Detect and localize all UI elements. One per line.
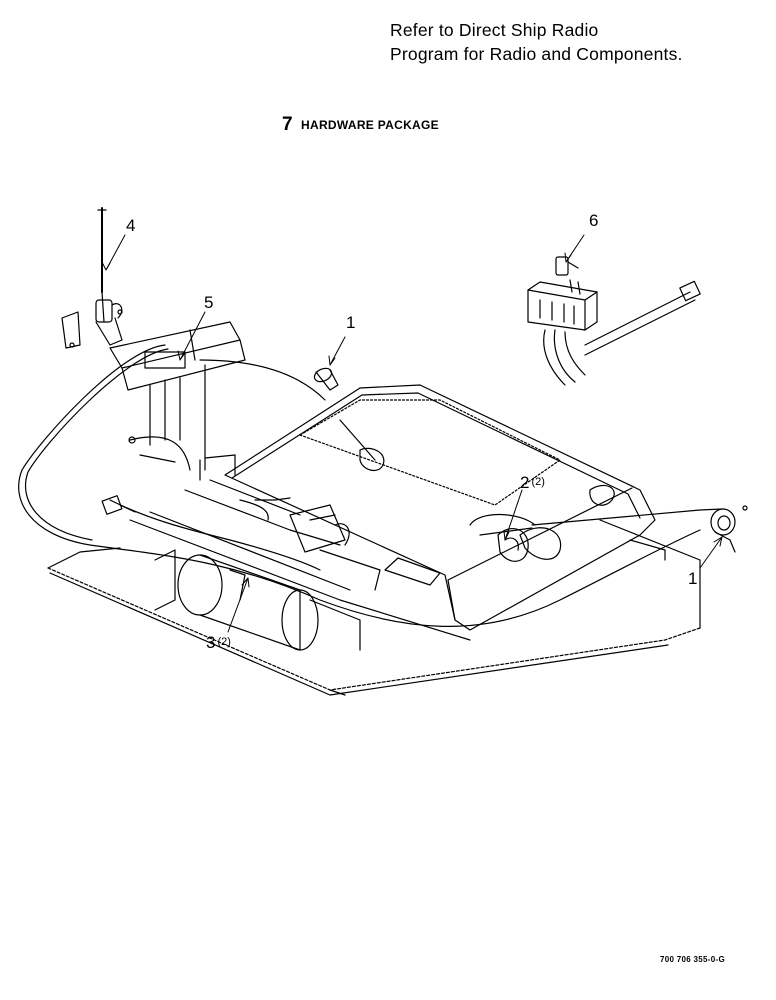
callout-2: 2(2) bbox=[520, 474, 545, 491]
callout-5: 5 bbox=[204, 294, 213, 311]
callout-6-number: 6 bbox=[589, 211, 599, 230]
engine-cover bbox=[225, 385, 665, 630]
callout-6: 6 bbox=[589, 212, 598, 229]
callout-1-top-number: 1 bbox=[346, 313, 356, 332]
hardware-package-label: 7 HARDWARE PACKAGE bbox=[282, 114, 439, 136]
harness-connector bbox=[102, 496, 135, 515]
callout-3-number: 3 bbox=[206, 633, 216, 652]
speaker-right bbox=[532, 506, 747, 552]
callout-1-top: 1 bbox=[346, 314, 355, 331]
callout-4: 4 bbox=[126, 217, 135, 234]
callout-3: 3(2) bbox=[206, 634, 231, 651]
reference-note-line-1: Refer to Direct Ship Radio bbox=[390, 20, 599, 40]
figure-id: 700 706 355-0-G bbox=[660, 955, 725, 964]
hardware-package-number: 7 bbox=[282, 114, 293, 135]
callout-2-qty: (2) bbox=[531, 476, 545, 488]
callout-3-qty: (2) bbox=[217, 636, 231, 648]
callout-leaders bbox=[102, 235, 722, 632]
callout-5-number: 5 bbox=[204, 293, 214, 312]
frame-rails bbox=[130, 455, 470, 640]
callout-2-number: 2 bbox=[520, 473, 530, 492]
callout-4-number: 4 bbox=[126, 216, 136, 235]
floor-panel bbox=[48, 520, 700, 695]
reference-note-line-2: Program for Radio and Components. bbox=[390, 44, 683, 64]
callout-1-right: 1 bbox=[688, 570, 697, 587]
radio-mount bbox=[290, 505, 380, 590]
antenna bbox=[62, 208, 122, 348]
mounting-bracket bbox=[110, 322, 245, 445]
speaker-center bbox=[470, 514, 535, 561]
connector-detail bbox=[528, 257, 700, 385]
wiring-harness bbox=[19, 345, 700, 626]
reference-note: Refer to Direct Ship Radio Program for R… bbox=[390, 18, 683, 66]
callout-1-right-number: 1 bbox=[688, 569, 698, 588]
speaker-top bbox=[312, 366, 384, 471]
hardware-package-text: HARDWARE PACKAGE bbox=[301, 118, 439, 132]
blower-motor bbox=[155, 550, 360, 650]
